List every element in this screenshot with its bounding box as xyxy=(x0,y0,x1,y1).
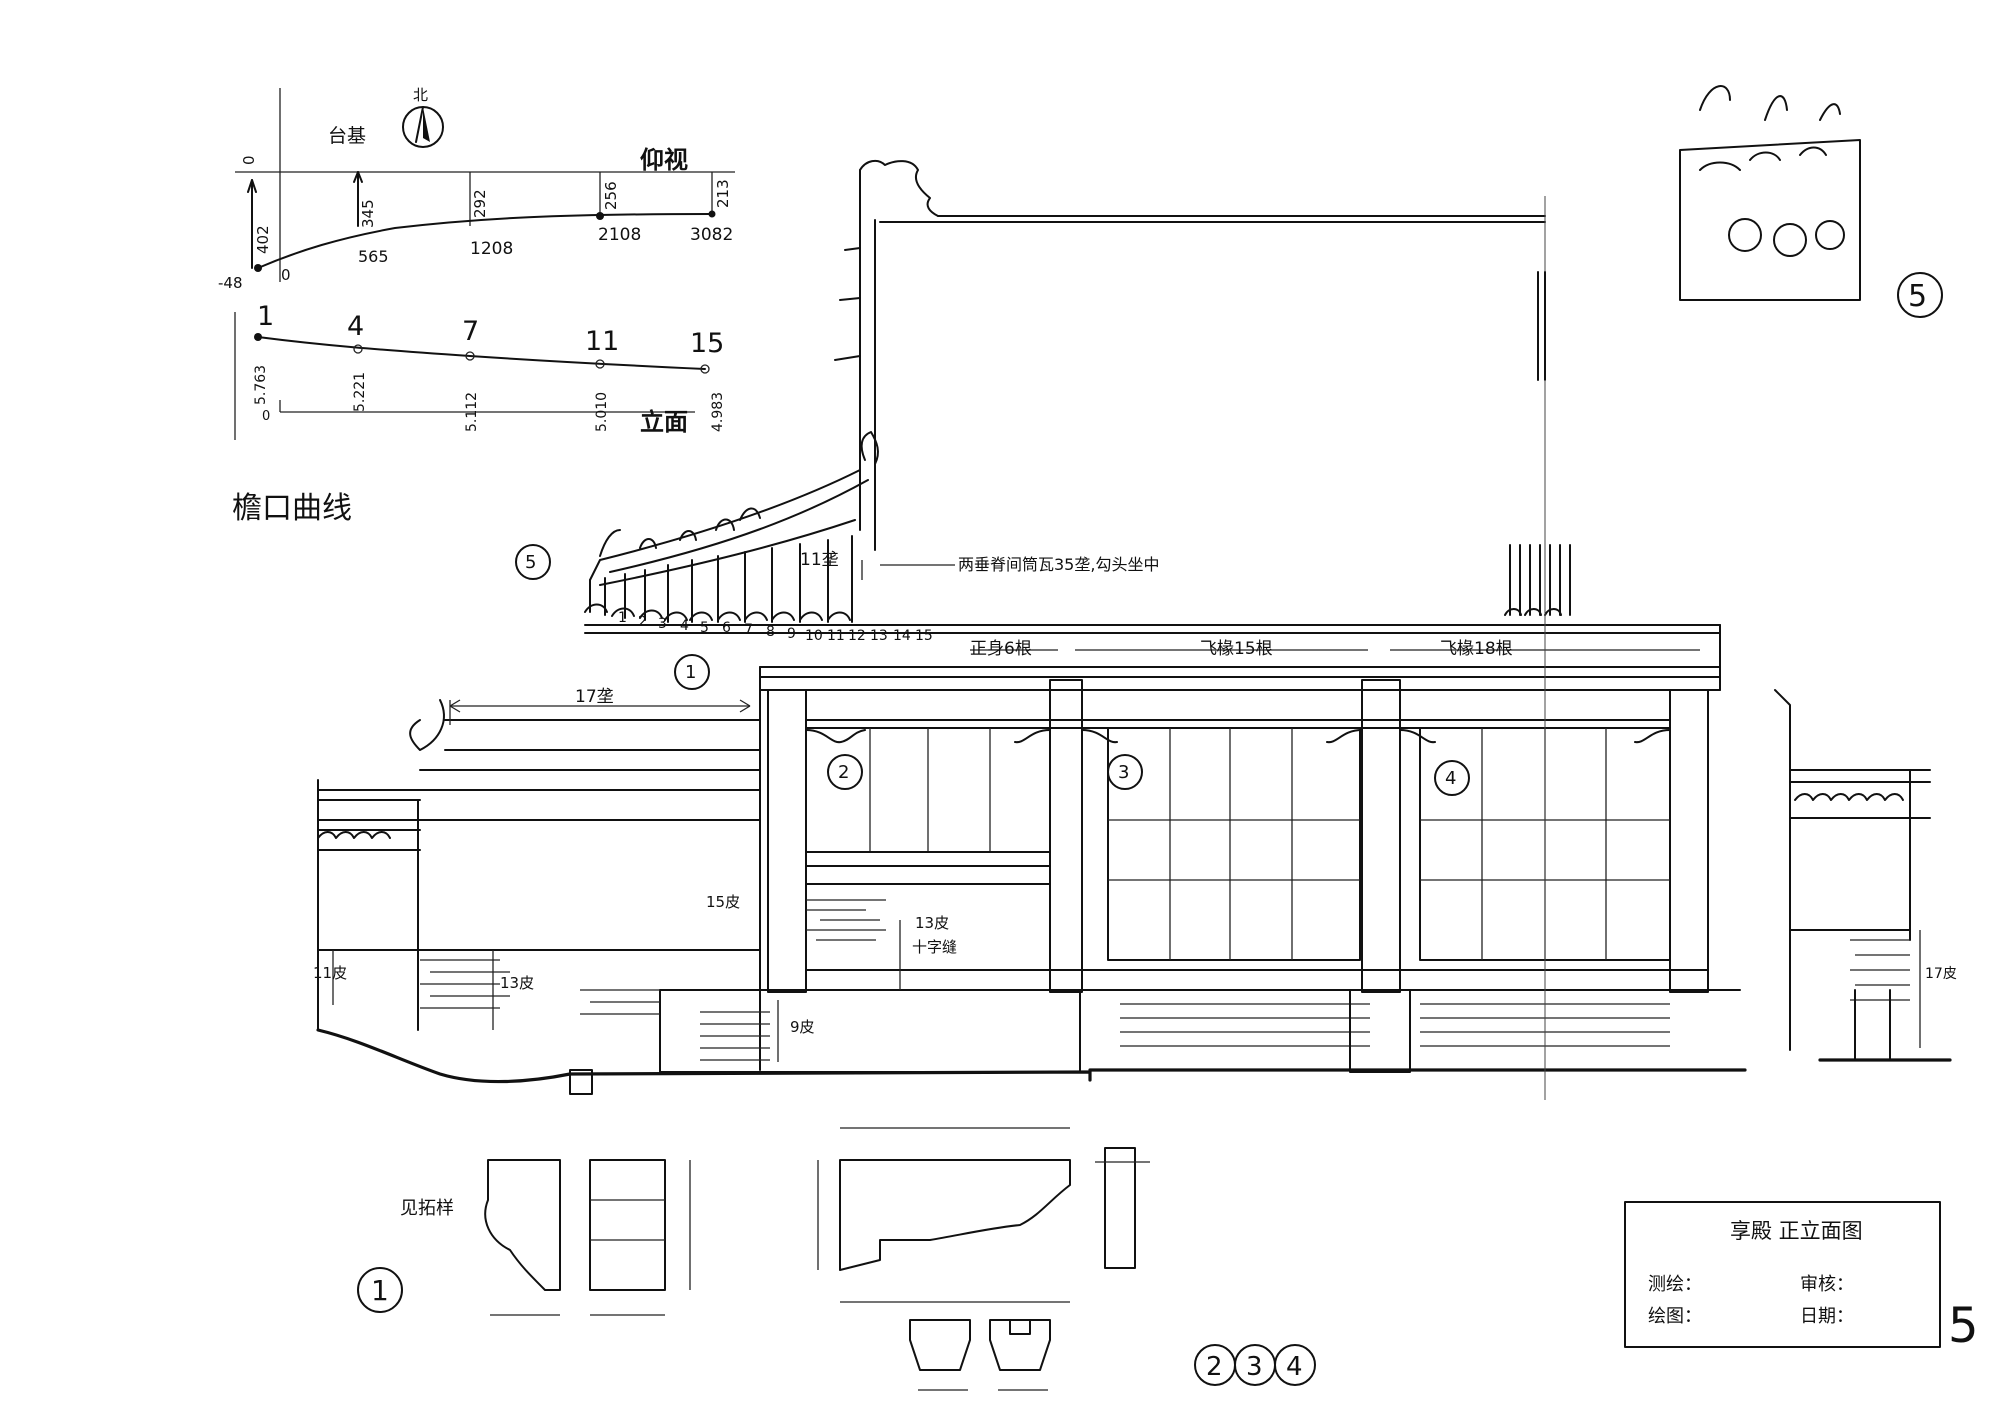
eave-curve-title: 檐口曲线 xyxy=(232,491,352,526)
rafter-num: 10 xyxy=(805,628,823,644)
rafter-num: 1 xyxy=(618,610,627,626)
sheet-number: 5 xyxy=(1948,1298,1979,1354)
soffit-dist-1: -48 xyxy=(218,274,243,292)
dimension-lines xyxy=(332,380,1921,1100)
rafter-mark-4: 4 xyxy=(347,311,364,342)
detail-234-profiles: 2 3 4 xyxy=(817,1127,1316,1391)
courses-13b-label: 13皮 xyxy=(500,974,534,992)
soffit-offset-3: 292 xyxy=(471,189,489,218)
surveyed-by-label: 测绘： xyxy=(1648,1274,1702,1295)
soffit-offset-5: 213 xyxy=(714,179,732,208)
courses-13a-label: 13皮 xyxy=(915,914,949,932)
courses-15-label: 15皮 xyxy=(706,893,740,911)
rafter-num: 7 xyxy=(744,622,753,638)
soffit-dist-5: 3082 xyxy=(690,225,733,245)
callout-1: 1 xyxy=(685,662,696,683)
rafter-num: 13 xyxy=(870,628,888,644)
zero-elev: 0 xyxy=(262,409,270,424)
brick-base xyxy=(659,899,1741,1073)
columns xyxy=(767,679,1709,993)
group-234-b: 3 xyxy=(1246,1352,1263,1382)
drawing-title: 享殿 正立面图 xyxy=(1730,1219,1863,1243)
zero-top: 0 xyxy=(240,155,258,165)
north-label: 北 xyxy=(413,86,428,104)
tiles-17-label: 17垄 xyxy=(575,687,614,707)
soffit-dist-3: 1208 xyxy=(470,239,513,259)
elevation-label: 立面 xyxy=(640,408,688,436)
rafter-num: 8 xyxy=(766,624,775,640)
date-label: 日期： xyxy=(1800,1306,1854,1327)
plan-label: 台基 xyxy=(328,125,366,147)
title-block: 享殿 正立面图 测绘： 审核： 绘图： 日期： xyxy=(1624,1201,1941,1348)
detail-1-number: 1 xyxy=(371,1274,389,1307)
cross-joint-label: 十字缝 xyxy=(912,938,957,956)
rafter-num: 3 xyxy=(658,616,667,632)
rafter-num: 5 xyxy=(700,620,709,636)
rafters-fly18-label: 飞椽18根 xyxy=(1440,639,1513,659)
rafter-numbers: 1 2 3 4 5 6 7 8 9 10 11 12 13 14 15 xyxy=(618,610,933,644)
rafter-num: 11 xyxy=(827,628,845,644)
tiles-11-label: 11垄 xyxy=(800,550,839,570)
soffit-dist-4: 2108 xyxy=(598,225,641,245)
right-wing xyxy=(1774,689,1931,1061)
rafter-mark-15: 15 xyxy=(690,328,724,359)
detail-1-bracket: 1 xyxy=(357,1159,691,1316)
callout-4: 4 xyxy=(1445,768,1456,789)
elev-value-3: 5.112 xyxy=(464,392,480,432)
rafter-num: 15 xyxy=(915,628,933,644)
courses-17-label: 17皮 xyxy=(1925,966,1957,982)
rafter-mark-7: 7 xyxy=(462,316,479,347)
soffit-offset-4: 256 xyxy=(602,181,620,210)
detail-5-ridge: 5 xyxy=(1679,85,1943,318)
courses-11-label: 11皮 xyxy=(313,964,347,982)
gable-tile-note: 两垂脊间筒瓦35垄,勾头坐中 xyxy=(958,555,1159,574)
elev-value-4: 5.010 xyxy=(594,392,610,432)
rafter-mark-11: 11 xyxy=(585,326,619,357)
elev-value-2: 5.221 xyxy=(352,372,368,412)
reviewed-by-label: 审核： xyxy=(1800,1274,1854,1295)
rafter-num: 14 xyxy=(893,628,911,644)
soffit-offset-1: 402 xyxy=(254,225,272,254)
elev-value-1: 5.763 xyxy=(253,365,269,405)
window-bay-1 xyxy=(805,727,1051,885)
soffit-offset-2: 345 xyxy=(359,199,377,228)
rafter-mark-1: 1 xyxy=(257,301,274,332)
soffit-label: 仰视 xyxy=(640,146,688,174)
courses-9-label: 9皮 xyxy=(790,1018,815,1036)
group-234-a: 2 xyxy=(1206,1352,1223,1382)
rafter-num: 2 xyxy=(638,614,647,630)
eave-curve-diagram: 台基 北 仰视 0 402 345 292 256 213 -48 0 565 … xyxy=(218,86,735,526)
callout-2: 2 xyxy=(838,762,849,783)
zero-origin: 0 xyxy=(281,266,291,284)
roof-tile-ends xyxy=(584,535,853,623)
left-wing xyxy=(317,699,761,1031)
rafters-fly15-label: 飞椽15根 xyxy=(1200,639,1273,659)
group-234-c: 4 xyxy=(1286,1352,1303,1382)
soffit-dist-2: 565 xyxy=(358,247,389,266)
see-rubbing-label: 见拓样 xyxy=(400,1198,454,1219)
annotations: 两垂脊间筒瓦35垄,勾头坐中 11垄 17垄 正身6根 飞椽15根 飞椽18根 … xyxy=(313,550,1957,1219)
rafter-num: 6 xyxy=(722,620,731,636)
rafter-num: 9 xyxy=(787,626,796,642)
elev-value-5: 4.983 xyxy=(710,392,726,432)
callout-5-left: 5 xyxy=(525,552,536,573)
callout-3: 3 xyxy=(1118,762,1129,783)
rafter-num: 4 xyxy=(680,618,689,634)
drawn-by-label: 绘图： xyxy=(1648,1306,1702,1327)
detail-callouts: 5 1 2 3 4 xyxy=(515,544,1470,796)
detail-5-number: 5 xyxy=(1908,279,1927,314)
rafters-main-label: 正身6根 xyxy=(970,639,1032,659)
rafter-num: 12 xyxy=(848,628,866,644)
door-bay-2 xyxy=(1107,727,1361,961)
